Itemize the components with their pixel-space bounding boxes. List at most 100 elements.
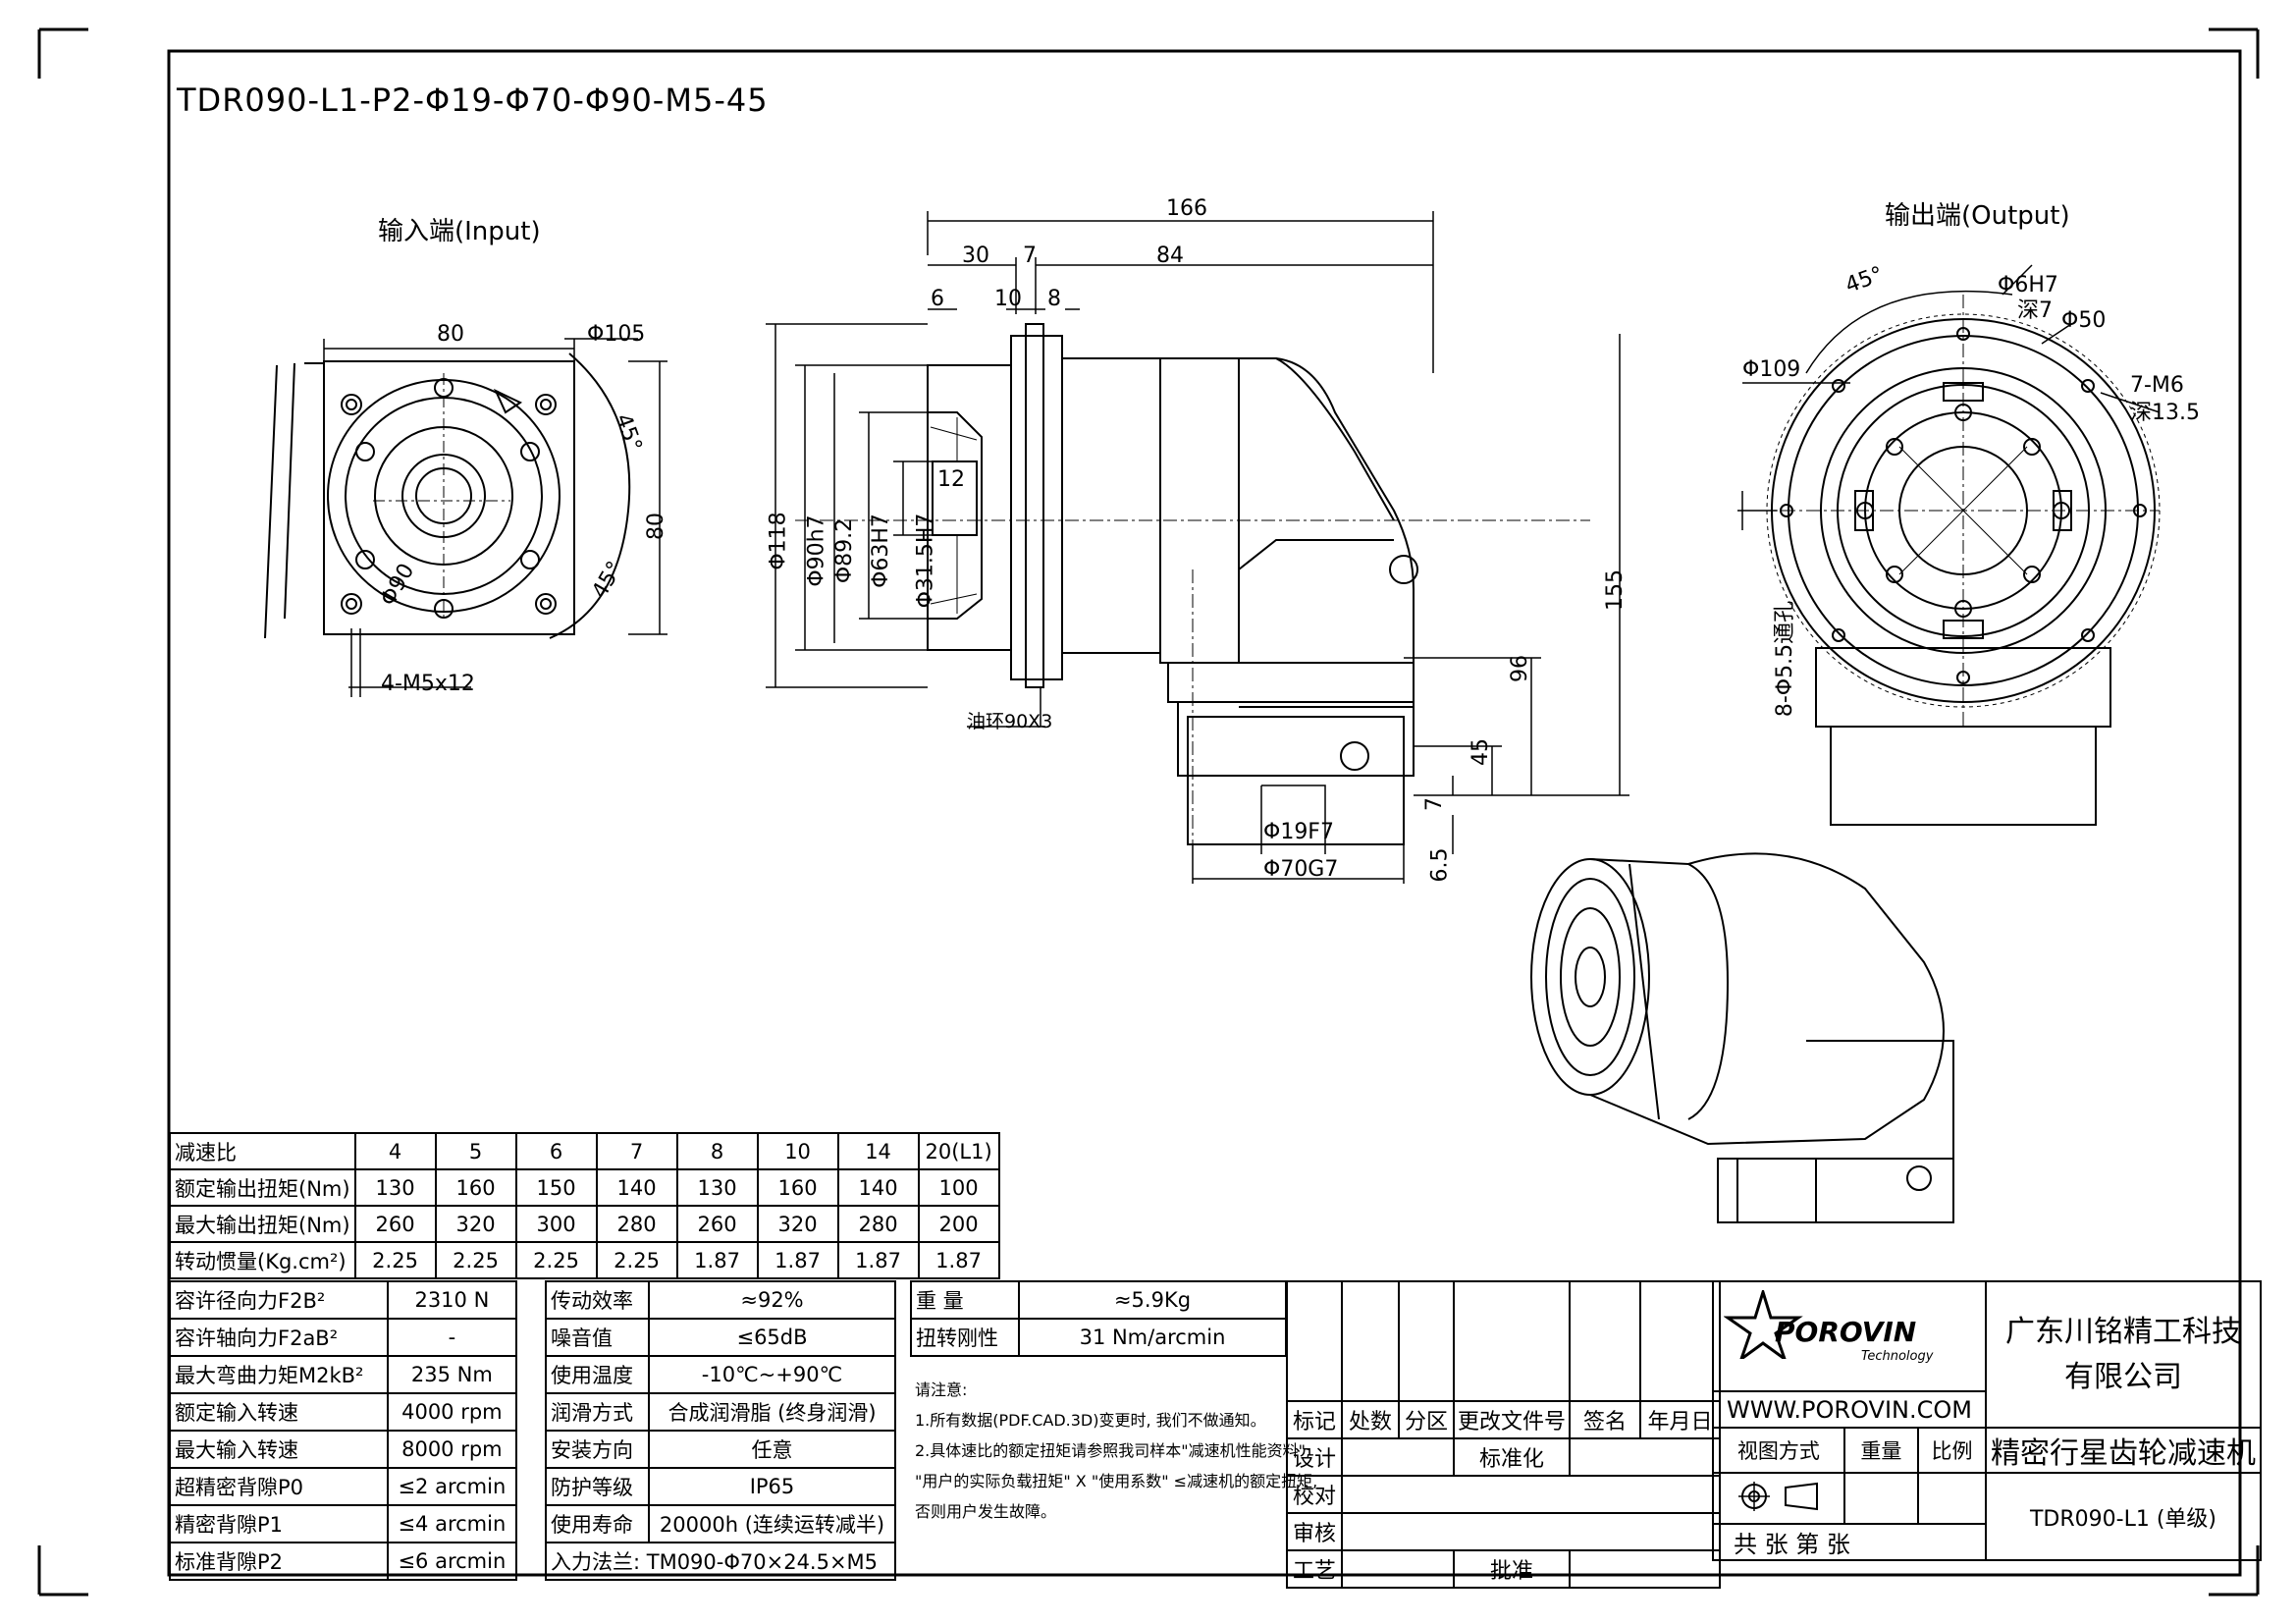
rev-empty <box>1398 1280 1455 1402</box>
param-label: 使用寿命 <box>545 1504 650 1543</box>
process-label: 工艺 <box>1286 1549 1343 1589</box>
param-value: -10℃~+90℃ <box>648 1355 896 1394</box>
table-row: 安装方向任意 <box>545 1430 896 1469</box>
output-view <box>1737 264 2161 826</box>
approve-label: 批准 <box>1453 1549 1571 1589</box>
dim-thread-m6: 7-M6 <box>2130 373 2184 398</box>
table-cell: 140 <box>836 1168 920 1207</box>
param-label: 标准背隙P2 <box>169 1542 389 1581</box>
param-value: 31 Nm/arcmin <box>1018 1318 1287 1357</box>
table-cell: 320 <box>434 1205 517 1243</box>
input-view-label: 输入端(Input) <box>378 217 541 246</box>
rev-empty <box>1341 1475 1721 1514</box>
table-cell: 260 <box>353 1205 437 1243</box>
rev-empty <box>1569 1280 1641 1402</box>
param-value: 20000h (连续运转减半) <box>648 1504 896 1543</box>
table-row: 重 量≈5.9Kg <box>910 1280 1287 1320</box>
projection-symbol-cell <box>1712 1472 1845 1525</box>
check-label: 校对 <box>1286 1475 1343 1514</box>
dim-6: 6 <box>931 287 944 311</box>
dim-dia-63: Φ63H7 <box>868 514 893 588</box>
table-cell: 7 <box>595 1132 678 1170</box>
param-value: ≤2 arcmin <box>386 1467 518 1506</box>
param-value: ≤65dB <box>648 1318 896 1357</box>
table-cell: 2.25 <box>514 1241 598 1279</box>
param-value: 4000 rpm <box>386 1392 518 1432</box>
param-label: 额定输入转速 <box>169 1392 389 1432</box>
table-cell: 1.87 <box>917 1241 1000 1279</box>
table-cell: 280 <box>595 1205 678 1243</box>
table-cell: 8 <box>675 1132 759 1170</box>
dim-155: 155 <box>1603 569 1628 611</box>
std-label: 标准化 <box>1453 1437 1571 1477</box>
table-row: 审核 <box>1286 1512 1721 1551</box>
table-row: 精密背隙P1≤4 arcmin <box>169 1504 518 1543</box>
table-cell: 10 <box>756 1132 839 1170</box>
table-cell: 减速比 <box>169 1132 356 1170</box>
rev-empty <box>1341 1549 1455 1589</box>
rev-header: 处数 <box>1341 1400 1400 1439</box>
param-label: 重 量 <box>910 1280 1020 1320</box>
dim-width-80: 80 <box>437 322 464 347</box>
dim-thread-m5: 4-M5x12 <box>381 672 475 696</box>
company-cell: 广东川铭精工科技 有限公司 <box>1985 1280 2262 1429</box>
param-label: 传动效率 <box>545 1280 650 1320</box>
param-value: ≤4 arcmin <box>386 1504 518 1543</box>
rev-empty <box>1453 1280 1571 1402</box>
table-cell: 1.87 <box>675 1241 759 1279</box>
revision-block: 标记 处数 分区 更改文件号 签名 年月日 设计 标准化 校对 审核 工艺 批准 <box>1286 1280 1721 1589</box>
dim-45: 45 <box>1468 738 1493 766</box>
param-label: 噪音值 <box>545 1318 650 1357</box>
logo-text: POROVIN <box>1775 1316 1917 1348</box>
dim-84: 84 <box>1156 244 1184 268</box>
table-cell: 2.25 <box>595 1241 678 1279</box>
param-value: ≈92% <box>648 1280 896 1320</box>
table-cell: 320 <box>756 1205 839 1243</box>
table-cell: 150 <box>514 1168 598 1207</box>
rev-empty <box>1569 1437 1721 1477</box>
rev-header: 年月日 <box>1639 1400 1721 1439</box>
dim-dia-90h7: Φ90h7 <box>804 514 829 587</box>
dim-12: 12 <box>937 467 965 492</box>
param-label: 防护等级 <box>545 1467 650 1506</box>
table-cell: 6 <box>514 1132 598 1170</box>
rev-empty <box>1341 1437 1455 1477</box>
table-cell: 160 <box>434 1168 517 1207</box>
table-row <box>1286 1280 1721 1402</box>
param-label: 润滑方式 <box>545 1392 650 1432</box>
weight-label: 重量 <box>1842 1427 1920 1474</box>
dim-dia-50: Φ50 <box>2061 308 2107 333</box>
table-cell: 最大输出扭矩(Nm) <box>169 1205 356 1243</box>
table-row: 共 张 第 张 <box>1712 1523 2261 1561</box>
side-view <box>766 211 1629 884</box>
param-value: - <box>386 1318 518 1357</box>
porovin-logo-icon <box>1724 1290 1803 1359</box>
dim-96: 96 <box>1508 655 1532 682</box>
rev-header: 更改文件号 <box>1453 1400 1571 1439</box>
dim-6-5: 6.5 <box>1427 847 1453 883</box>
table-row: 入力法兰: TM090-Φ70×24.5×M5 <box>545 1542 896 1581</box>
table-row: WWW.POROVIN.COM <box>1712 1390 2261 1429</box>
params-table-2: 传动效率≈92% 噪音值≤65dB 使用温度-10℃~+90℃ 润滑方式合成润滑… <box>545 1280 896 1581</box>
notes-title: 请注意: <box>915 1380 968 1399</box>
param-value: 合成润滑脂 (终身润滑) <box>648 1392 896 1432</box>
table-cell: 280 <box>836 1205 920 1243</box>
dim-30: 30 <box>962 244 989 268</box>
table-row: 润滑方式合成润滑脂 (终身润滑) <box>545 1392 896 1432</box>
table-row: POROVIN Technology 广东川铭精工科技 有限公司 <box>1712 1280 2262 1429</box>
rev-empty <box>1639 1280 1721 1402</box>
input-view <box>264 338 667 697</box>
table-cell: 额定输出扭矩(Nm) <box>169 1168 356 1207</box>
dim-dia-89: Φ89.2 <box>832 517 858 584</box>
flange-spec: 入力法兰: TM090-Φ70×24.5×M5 <box>545 1542 896 1581</box>
param-label: 安装方向 <box>545 1430 650 1469</box>
param-value: ≤6 arcmin <box>386 1542 518 1581</box>
dim-7b: 7 <box>1422 797 1447 811</box>
scale-label: 比例 <box>1917 1427 1987 1474</box>
